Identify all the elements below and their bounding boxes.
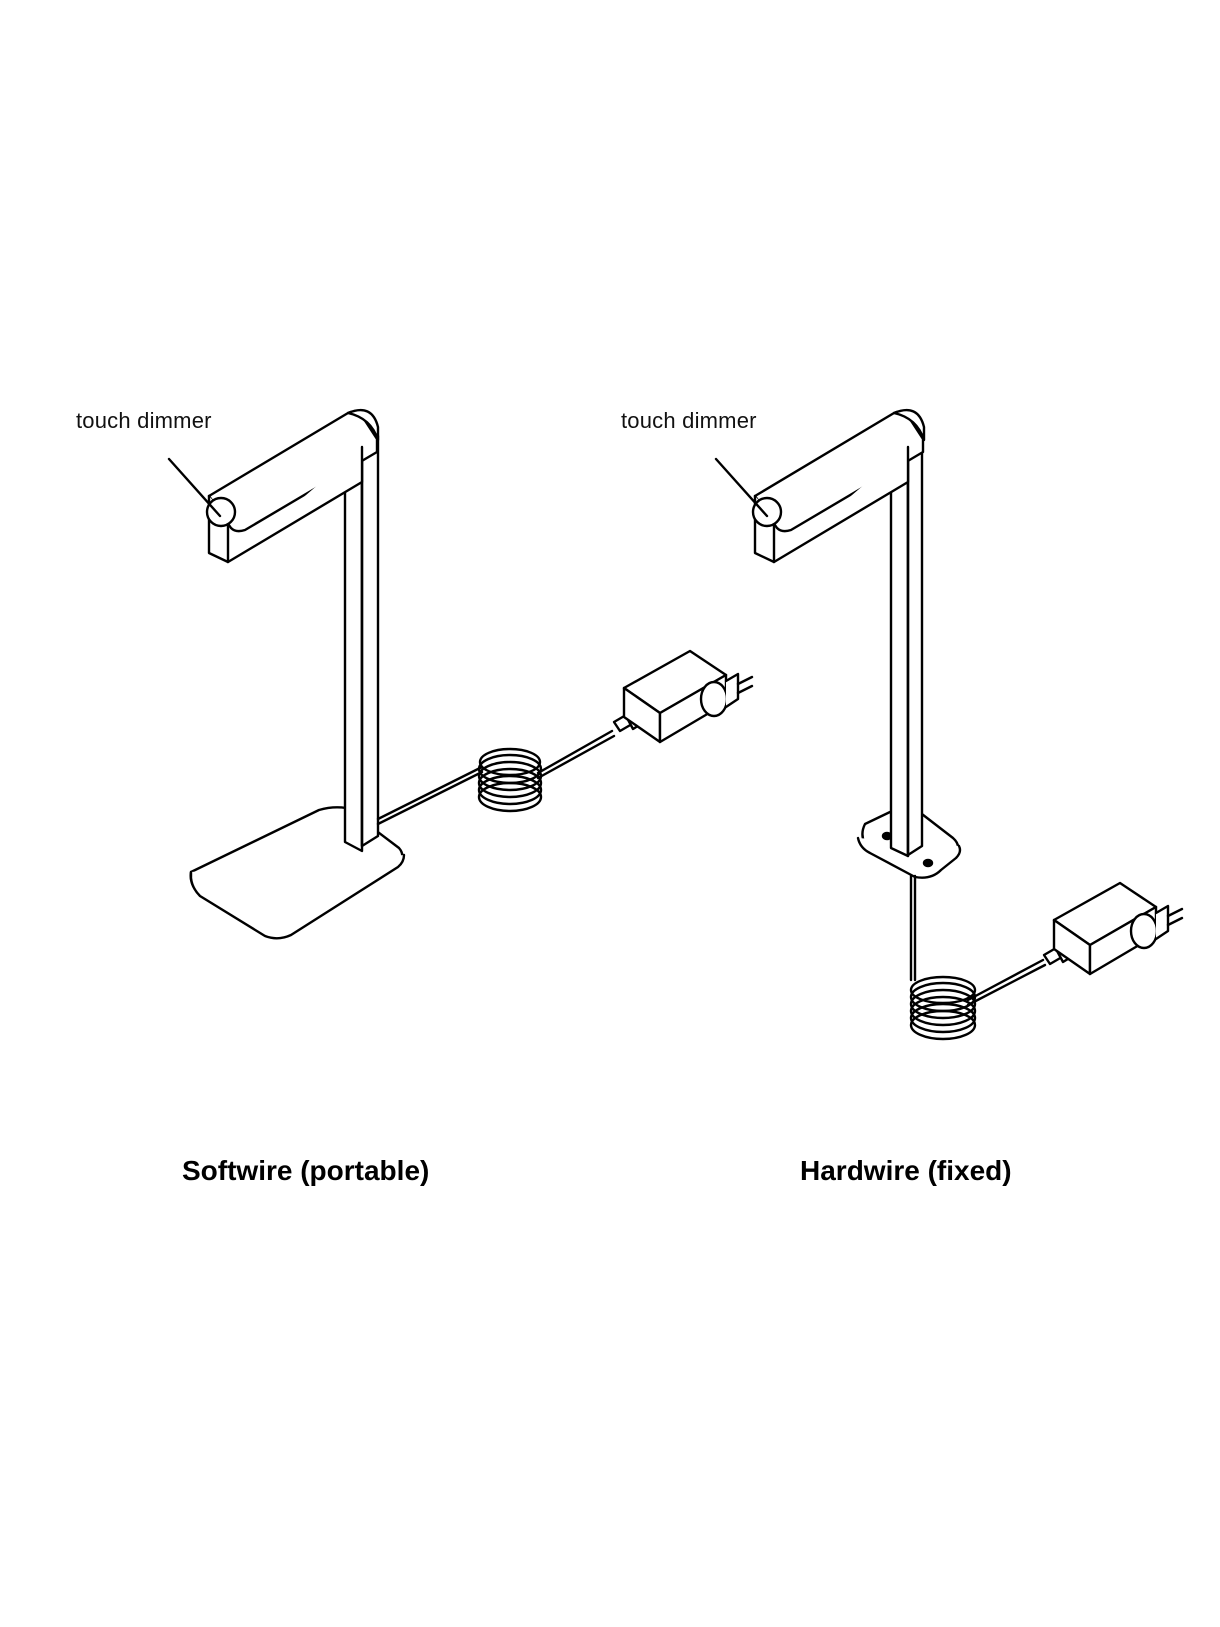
softwire-power-adapter [612, 649, 754, 744]
softwire-cord [376, 729, 616, 826]
hardwire-cord-coil [909, 975, 977, 1041]
hardwire-lamp-head [751, 408, 926, 564]
touch-dimmer-label-right: touch dimmer [621, 408, 757, 433]
hardwire-cord [909, 874, 1047, 1007]
left-leader-line [167, 457, 222, 518]
touch-dimmer-label-left: touch dimmer [76, 408, 212, 433]
hardwire-stem [889, 435, 924, 858]
softwire-stem [343, 434, 380, 853]
hardwire-caption: Hardwire (fixed) [800, 1155, 1012, 1186]
softwire-cord-coil [477, 747, 543, 813]
right-leader-line [714, 457, 769, 518]
hardwire-lamp [751, 408, 1184, 1041]
softwire-lamp-head [205, 408, 380, 564]
softwire-lamp [189, 408, 754, 940]
softwire-caption: Softwire (portable) [182, 1155, 430, 1186]
hardwire-power-adapter [1042, 881, 1184, 976]
